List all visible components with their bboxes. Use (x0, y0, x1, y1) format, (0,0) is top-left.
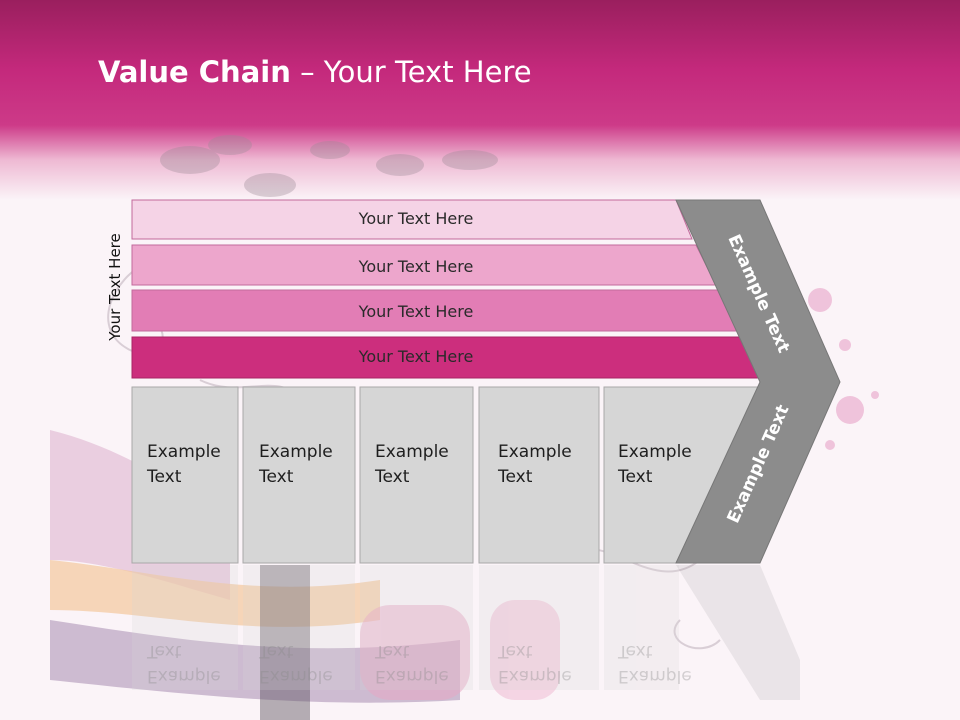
box-1 (131, 386, 239, 564)
bar-2-label: Your Text Here (358, 257, 474, 276)
bag-reflection (360, 600, 560, 700)
vertical-label: Your Text Here (106, 233, 124, 341)
box-reflections (132, 565, 679, 690)
floral-silhouette (160, 135, 498, 197)
chevron-reflection (676, 565, 800, 700)
pink-splash (808, 288, 879, 450)
bar-1 (131, 199, 693, 240)
box-3 (359, 386, 474, 564)
wave-purple (50, 620, 460, 703)
bar-3-label: Your Text Here (358, 302, 474, 321)
box-4 (478, 386, 600, 564)
chevron-arrow (675, 199, 841, 564)
box-2 (242, 386, 356, 564)
bar-4-label: Your Text Here (358, 347, 474, 366)
wave-orange (50, 560, 380, 627)
stand-reflection (260, 565, 310, 720)
bar-1-label: Your Text Here (358, 209, 474, 228)
slide-title: Value Chain – Your Text Here (98, 55, 532, 89)
header-band (0, 0, 960, 200)
